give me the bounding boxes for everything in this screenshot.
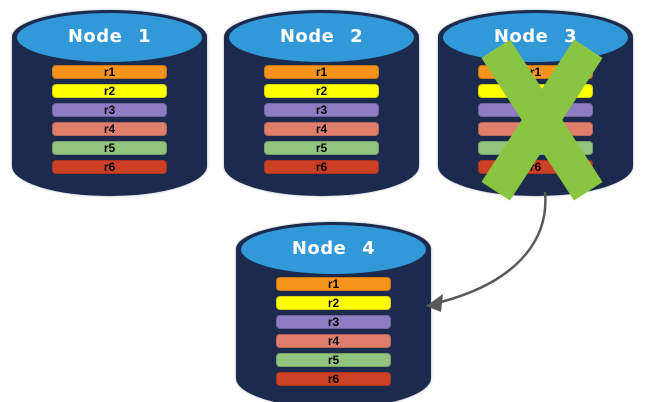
replica-bar-r5: r5 <box>276 353 391 367</box>
replica-bar-r6: r6 <box>276 372 391 386</box>
node-2-replica-list: r1 r2 r3 r4 r5 r6 <box>264 65 379 179</box>
node-4-cylinder: Node 4 r1 r2 r3 r4 r5 r6 <box>236 222 431 402</box>
replica-bar-r1: r1 <box>264 65 379 79</box>
arrow-curve <box>440 191 547 304</box>
node-4-label: Node 4 <box>241 225 426 274</box>
replica-bar-r4: r4 <box>52 122 167 136</box>
failure-x-icon <box>438 10 633 201</box>
replica-bar-r6: r6 <box>264 160 379 174</box>
replica-bar-r2: r2 <box>264 84 379 98</box>
replica-bar-r6: r6 <box>52 160 167 174</box>
replica-bar-r4: r4 <box>276 334 391 348</box>
node-2-cylinder: Node 2 r1 r2 r3 r4 r5 r6 <box>224 10 419 196</box>
replica-bar-r5: r5 <box>52 141 167 155</box>
replica-bar-r1: r1 <box>52 65 167 79</box>
replica-bar-r1: r1 <box>276 277 391 291</box>
replica-bar-r3: r3 <box>52 103 167 117</box>
node-2-label: Node 2 <box>229 13 414 62</box>
replica-bar-r2: r2 <box>276 296 391 310</box>
node-4-replica-list: r1 r2 r3 r4 r5 r6 <box>276 277 391 391</box>
replica-bar-r2: r2 <box>52 84 167 98</box>
replica-bar-r4: r4 <box>264 122 379 136</box>
node-1-cylinder: Node 1 r1 r2 r3 r4 r5 r6 <box>12 10 207 196</box>
replica-bar-r3: r3 <box>276 315 391 329</box>
node-1-replica-list: r1 r2 r3 r4 r5 r6 <box>52 65 167 179</box>
replica-bar-r3: r3 <box>264 103 379 117</box>
replica-bar-r5: r5 <box>264 141 379 155</box>
node-1-label: Node 1 <box>17 13 202 62</box>
arrowhead-icon <box>426 294 443 312</box>
